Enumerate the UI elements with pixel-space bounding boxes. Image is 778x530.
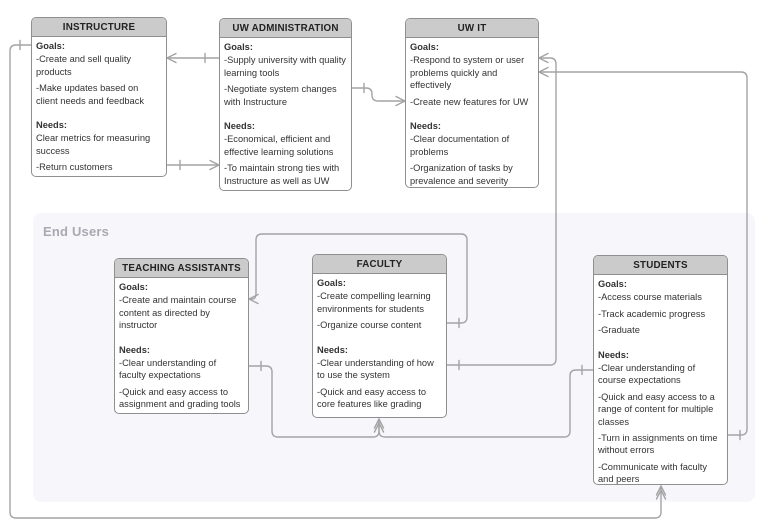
stakeholder-title: TEACHING ASSISTANTS <box>115 259 248 278</box>
section-item: -Create new features for UW <box>410 96 529 107</box>
stakeholder-box-teaching-assistants[interactable]: TEACHING ASSISTANTS Goals: -Create and mai… <box>114 258 249 414</box>
connector-uw-administration-to-uw-it[interactable] <box>351 82 406 107</box>
open-arrowhead-icon <box>373 422 385 433</box>
section-item: -Respond to system or user problems quic… <box>410 55 525 91</box>
section-item: -Access course materials <box>598 292 702 303</box>
open-arrowhead-icon <box>248 293 259 305</box>
connector-students-to-faculty[interactable] <box>373 364 594 438</box>
section-heading: Needs: <box>410 121 442 132</box>
stakeholder-title: FACULTY <box>313 255 446 274</box>
open-arrowhead-icon <box>538 52 549 64</box>
section-heading: Needs: <box>36 120 68 131</box>
section-item: -Economical, efficient and effective lea… <box>224 134 334 157</box>
section-item: -Quick and easy access to assignment and… <box>119 386 241 410</box>
section-item: -Clear understanding of faculty expectat… <box>119 358 217 381</box>
section-item: -Negotiate system changes with Instructu… <box>224 84 337 107</box>
section-item: Clear metrics for measuring success <box>36 133 151 156</box>
stakeholder-box-faculty[interactable]: FACULTY Goals: -Create compelling learning… <box>312 254 447 418</box>
open-arrowhead-icon <box>166 52 177 64</box>
stakeholder-box-uw-administration[interactable]: UW ADMINISTRATION Goals: -Supply universit… <box>219 18 352 191</box>
section-heading: Goals: <box>36 41 65 51</box>
end-users-label: End Users <box>43 224 110 239</box>
section-item: -Turn in assignments on time without err… <box>598 433 718 456</box>
open-arrowhead-icon <box>373 418 385 429</box>
section-item: -To maintain strong ties with Instructur… <box>224 163 340 186</box>
section-heading: Goals: <box>410 42 439 52</box>
section-heading: Goals: <box>317 278 346 288</box>
open-arrowhead-icon <box>655 489 667 500</box>
section-item: -Create and maintain course content as d… <box>119 295 237 331</box>
section-heading: Goals: <box>119 282 148 292</box>
section-heading: Needs: <box>598 349 630 360</box>
section-item: -Clear understanding of how to use the s… <box>317 358 434 381</box>
stakeholder-title: STUDENTS <box>594 256 727 275</box>
connector-students-to-uw-it[interactable] <box>538 66 748 441</box>
section-item: -Quick and easy access to core features … <box>317 386 427 410</box>
section-heading: Needs: <box>224 121 256 132</box>
section-item: -Quick and easy access to a range of con… <box>598 391 715 427</box>
section-heading: Goals: <box>598 279 627 289</box>
section-item: -Clear understanding of course expectati… <box>598 363 696 386</box>
open-arrowhead-icon <box>655 485 667 496</box>
stakeholder-title: UW ADMINISTRATION <box>220 19 351 38</box>
section-item: -Communicate with faculty and peers <box>598 461 708 485</box>
section-item: -Graduate <box>598 325 640 336</box>
section-item: -Create compelling learning environments… <box>317 291 431 314</box>
section-item: -Track academic progress <box>598 308 706 319</box>
section-heading: Goals: <box>224 42 253 52</box>
connector-uw-administration-to-instructure[interactable] <box>166 52 220 64</box>
connector-faculty-to-teaching-assistants[interactable] <box>248 233 468 329</box>
section-item: -Clear documentation of problems <box>410 134 510 157</box>
stakeholder-box-uw-it[interactable]: UW IT Goals: -Respond to system or user pr… <box>405 18 539 188</box>
open-arrowhead-icon <box>538 66 549 78</box>
stakeholder-box-students[interactable]: STUDENTS Goals: -Access course materials -T… <box>593 255 728 485</box>
stakeholder-title: INSTRUCTURE <box>32 18 166 37</box>
connector-teaching-assistants-to-faculty[interactable] <box>248 360 385 438</box>
section-item: -Organization of tasks by prevalence and… <box>410 163 513 186</box>
connector-instructure-to-students[interactable] <box>9 39 667 519</box>
connector-instructure-to-uw-administration[interactable] <box>166 159 220 171</box>
stakeholder-title: UW IT <box>406 19 538 38</box>
section-heading: Needs: <box>317 344 349 355</box>
section-item: -Return customers <box>36 162 113 173</box>
connector-faculty-to-uw-it[interactable] <box>446 52 557 371</box>
stakeholder-box-instructure[interactable]: INSTRUCTURE Goals: -Create and sell qualit… <box>31 17 167 177</box>
section-item: -Make updates based on client needs and … <box>36 83 145 106</box>
section-item: -Create and sell quality products <box>36 54 132 77</box>
section-item: -Organize course content <box>317 320 422 331</box>
section-item: -Supply university with quality learning… <box>224 55 346 78</box>
section-heading: Needs: <box>119 344 151 355</box>
